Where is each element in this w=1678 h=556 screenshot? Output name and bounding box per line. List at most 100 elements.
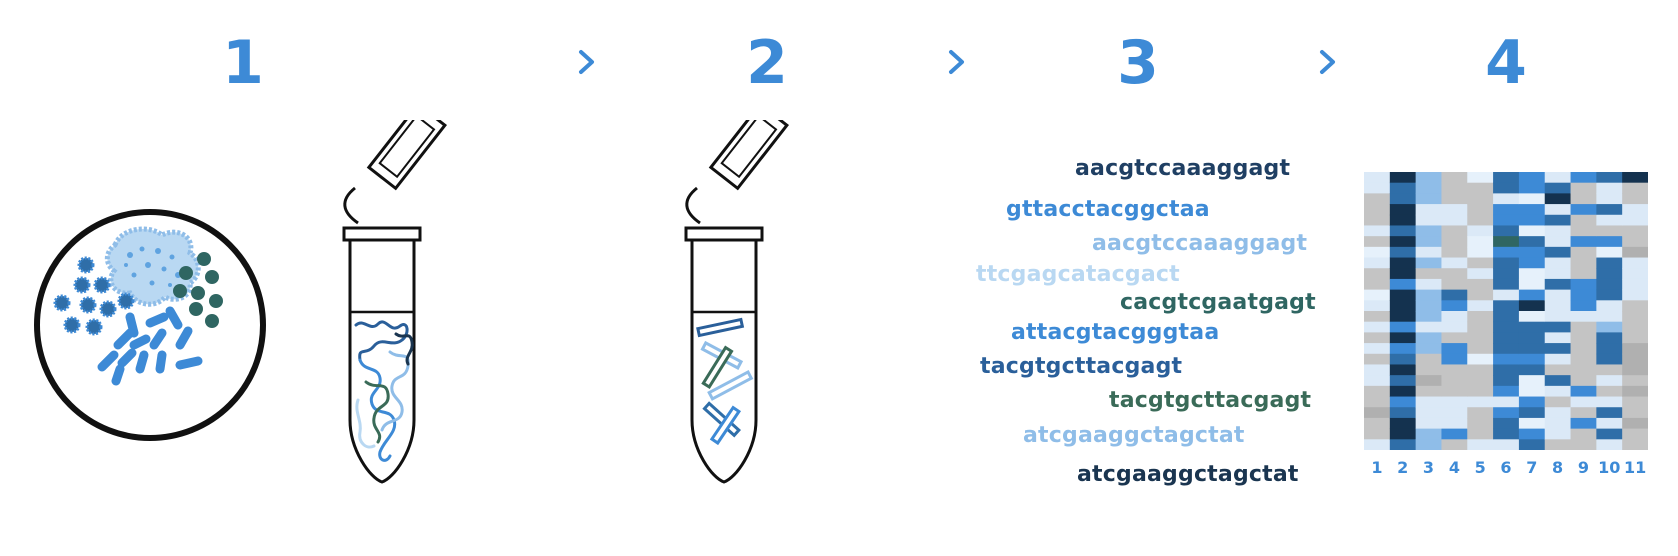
- heatmap-cell: [1518, 300, 1546, 312]
- sequence-read: aacgtccaaaggagt: [1075, 156, 1291, 181]
- heatmap-cell: [1441, 236, 1468, 248]
- heatmap-cell: [1415, 278, 1442, 291]
- heatmap-cell: [1596, 321, 1623, 333]
- heatmap-cell: [1467, 268, 1494, 280]
- heatmap-cell: [1622, 407, 1648, 419]
- heatmap-cell: [1493, 289, 1520, 301]
- heatmap-cell: [1596, 193, 1623, 205]
- heatmap-cell: [1415, 385, 1442, 398]
- heatmap-cell: [1493, 321, 1520, 333]
- heatmap-cell: [1493, 311, 1520, 323]
- heatmap-cell: [1518, 204, 1546, 216]
- heatmap-cell: [1441, 300, 1468, 312]
- heatmap-cell: [1622, 428, 1648, 440]
- heatmap-cell: [1364, 321, 1391, 333]
- heatmap-cell: [1441, 439, 1468, 450]
- heatmap-cell: [1364, 343, 1391, 355]
- heatmap-cell: [1389, 439, 1417, 450]
- heatmap-cell: [1622, 289, 1648, 301]
- heatmap-cell: [1544, 332, 1572, 344]
- sequence-read: tacgtgcttacgagt: [1109, 388, 1312, 413]
- heatmap-cell: [1596, 289, 1623, 301]
- heatmap-cell: [1467, 375, 1494, 387]
- heatmap-cell: [1467, 417, 1494, 430]
- heatmap-cell: [1441, 204, 1468, 216]
- heatmap-cell: [1622, 300, 1648, 312]
- heatmap-cell: [1518, 182, 1546, 194]
- heatmap-cell: [1441, 343, 1468, 355]
- heatmap-column-label: 11: [1623, 458, 1647, 477]
- heatmap-cell: [1364, 364, 1391, 376]
- heatmap-cell: [1415, 225, 1442, 237]
- tube-with-dna-illustration: [342, 120, 447, 484]
- heatmap-cell: [1467, 182, 1494, 194]
- heatmap-cell: [1467, 311, 1494, 323]
- heatmap-cell: [1570, 353, 1597, 365]
- heatmap-cell: [1544, 214, 1572, 226]
- heatmap-cell: [1596, 236, 1623, 248]
- heatmap-cell: [1415, 236, 1442, 248]
- heatmap-cell: [1467, 353, 1494, 365]
- heatmap-cell: [1493, 193, 1520, 205]
- heatmap-cell: [1493, 236, 1520, 248]
- heatmap-cell: [1570, 182, 1597, 194]
- heatmap-cell: [1544, 321, 1572, 333]
- heatmap-cell: [1389, 257, 1417, 269]
- heatmap-cell: [1544, 439, 1572, 450]
- heatmap-cell: [1596, 417, 1623, 430]
- heatmap-cell: [1415, 300, 1442, 312]
- heatmap-cell: [1364, 428, 1391, 440]
- heatmap-cell: [1415, 396, 1442, 408]
- heatmap-cell: [1389, 428, 1417, 440]
- heatmap-cell: [1441, 353, 1468, 365]
- heatmap-cell: [1493, 204, 1520, 216]
- heatmap-cell: [1493, 439, 1520, 450]
- heatmap-cell: [1622, 321, 1648, 333]
- heatmap-cell: [1596, 343, 1623, 355]
- heatmap-cell: [1415, 257, 1442, 269]
- heatmap-cell: [1467, 300, 1494, 312]
- heatmap-cell: [1493, 257, 1520, 269]
- heatmap-cell: [1518, 268, 1546, 280]
- heatmap-cell: [1364, 193, 1391, 205]
- heatmap-cell: [1596, 364, 1623, 376]
- heatmap-cell: [1389, 343, 1417, 355]
- heatmap-cell: [1415, 353, 1442, 365]
- sequence-read: atcgaaggctagctat: [1023, 423, 1245, 448]
- heatmap-cell: [1467, 439, 1494, 450]
- heatmap-cell: [1364, 385, 1391, 398]
- heatmap-cell: [1570, 407, 1597, 419]
- heatmap-cell: [1415, 289, 1442, 301]
- heatmap-cell: [1622, 172, 1648, 184]
- heatmap-cell: [1544, 204, 1572, 216]
- heatmap-cell: [1518, 172, 1546, 184]
- heatmap-cell: [1389, 375, 1417, 387]
- heatmap-cell: [1544, 300, 1572, 312]
- heatmap-cell: [1364, 214, 1391, 226]
- heatmap-cell: [1389, 321, 1417, 333]
- heatmap-cell: [1570, 396, 1597, 408]
- heatmap-cell: [1467, 193, 1494, 205]
- heatmap-cell: [1389, 182, 1417, 194]
- heatmap-cell: [1570, 278, 1597, 291]
- heatmap-cell: [1493, 278, 1520, 291]
- heatmap-cell: [1518, 257, 1546, 269]
- heatmap-cell: [1389, 417, 1417, 430]
- heatmap-cell: [1544, 246, 1572, 259]
- heatmap-cell: [1415, 321, 1442, 333]
- heatmap-cell: [1389, 225, 1417, 237]
- heatmap-cell: [1389, 332, 1417, 344]
- heatmap-cell: [1518, 375, 1546, 387]
- step-number-2: 2: [746, 28, 788, 98]
- heatmap-cell: [1415, 204, 1442, 216]
- heatmap-cell: [1415, 417, 1442, 430]
- heatmap-cell: [1518, 278, 1546, 291]
- step-number-1: 1: [222, 28, 264, 98]
- heatmap-cell: [1441, 289, 1468, 301]
- heatmap-cell: [1622, 332, 1648, 344]
- heatmap-cell: [1570, 321, 1597, 333]
- heatmap-cell: [1493, 214, 1520, 226]
- heatmap-cell: [1596, 172, 1623, 184]
- heatmap-cell: [1415, 193, 1442, 205]
- heatmap-cell: [1596, 204, 1623, 216]
